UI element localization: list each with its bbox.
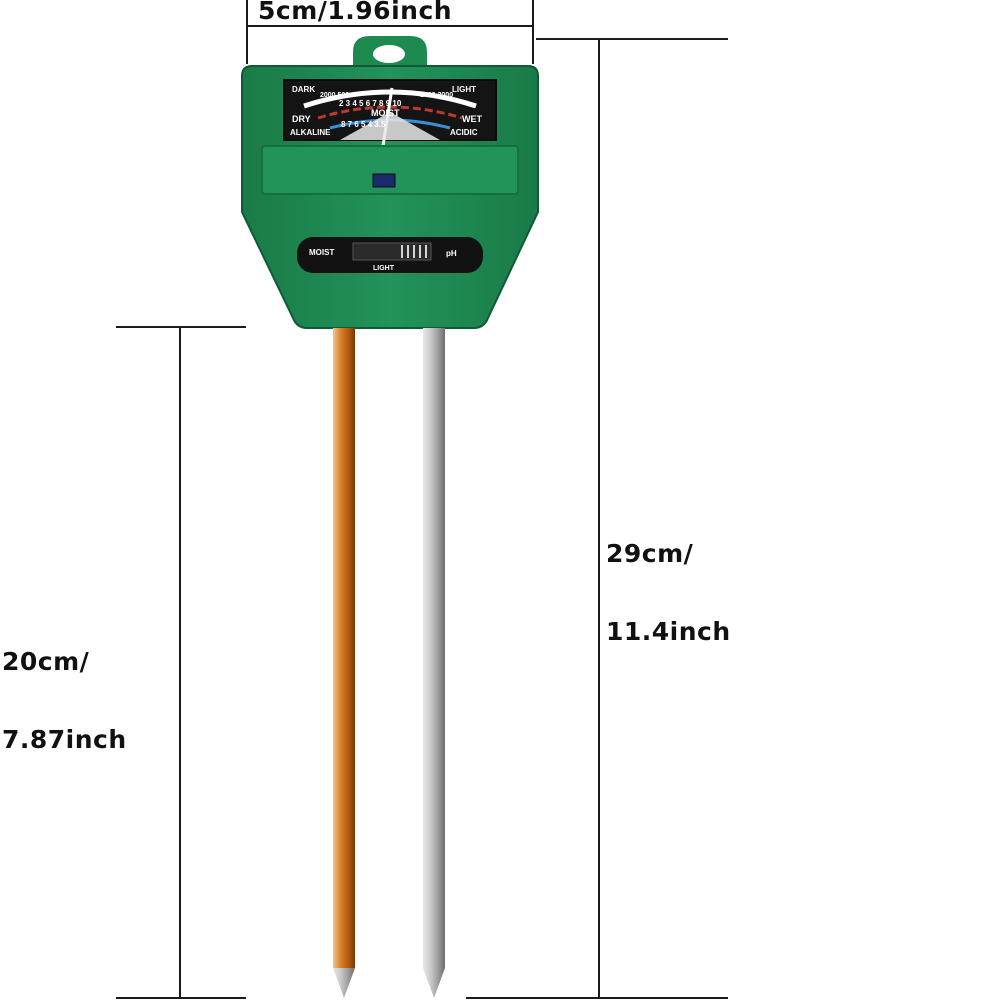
meter-lower-panel bbox=[261, 145, 519, 195]
mode-switch-track bbox=[352, 242, 432, 261]
mode-switch-ridges bbox=[401, 245, 427, 258]
probe-length-line1: 20cm/ bbox=[2, 646, 90, 676]
steel-probe bbox=[423, 328, 445, 998]
probe-length-line2: 7.87inch bbox=[2, 725, 127, 755]
total-length-label: 29cm/ 11.4inch bbox=[606, 488, 731, 698]
copper-probe bbox=[333, 328, 355, 998]
probe-length-label: 20cm/ 7.87inch bbox=[2, 596, 127, 806]
total-length-line1: 29cm/ bbox=[606, 538, 694, 568]
dial-window bbox=[283, 79, 497, 147]
dimension-lines bbox=[116, 0, 728, 999]
width-dimension-label: 5cm/1.96inch bbox=[258, 0, 453, 25]
indicator-window bbox=[372, 173, 396, 188]
total-length-line2: 11.4inch bbox=[606, 617, 731, 647]
hanging-tab bbox=[353, 36, 427, 66]
hanging-hole bbox=[373, 45, 405, 63]
